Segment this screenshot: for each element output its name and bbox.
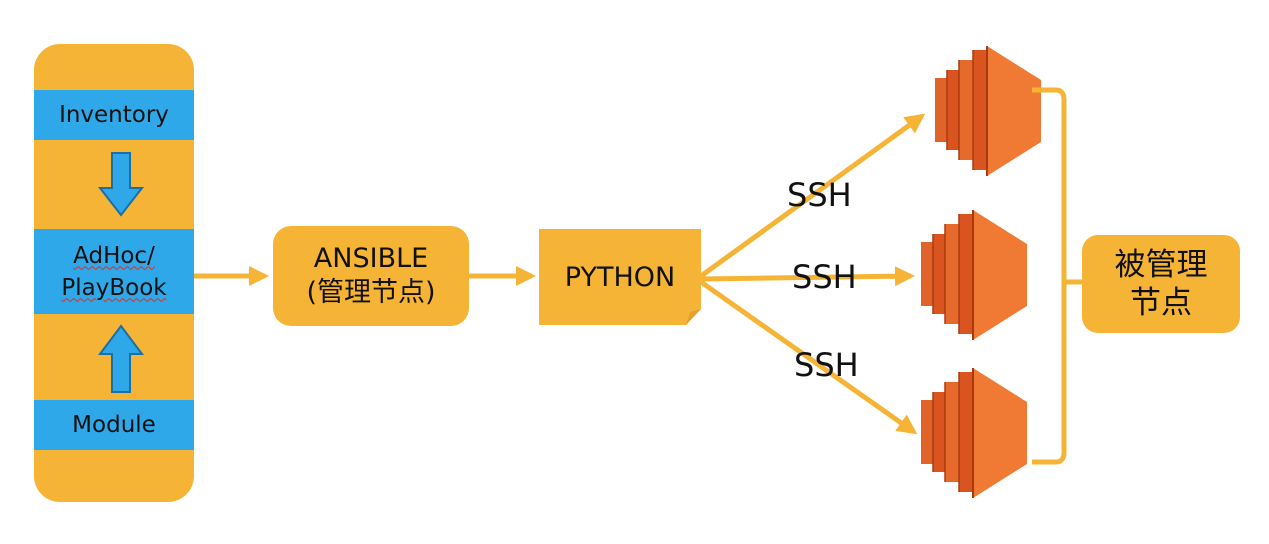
ssh-label-bottom: SSH [794, 346, 859, 384]
ansible-node [273, 226, 469, 326]
module-label: Module [72, 412, 156, 438]
playbook-label: PlayBook [61, 274, 167, 301]
ansible-label: ANSIBLE (管理节点) [273, 226, 469, 326]
module-band [34, 400, 194, 450]
python-label: PYTHON [564, 261, 676, 293]
managed-nodes-label: 被管理 节点 [1082, 235, 1240, 333]
python-node [539, 229, 701, 325]
server-stack-icon [934, 45, 1042, 177]
managed-node-box [1082, 235, 1240, 333]
inventory-label: Inventory [59, 102, 169, 128]
ansible-subtitle: (管理节点) [306, 277, 436, 308]
adhoc-label: AdHoc/ [73, 242, 155, 269]
server-stack-icon [920, 367, 1028, 499]
server-stack-icon [920, 209, 1028, 341]
ssh-arrow-top [699, 113, 926, 279]
managed-line1: 被管理 [1114, 247, 1208, 283]
adhoc-band [34, 229, 194, 314]
ansible-title: ANSIBLE [313, 243, 429, 274]
ssh-label-top: SSH [787, 176, 852, 214]
ssh-arrow-middle [700, 266, 915, 287]
adhoc-playbook-label: AdHoc/ PlayBook [34, 229, 194, 314]
ssh-label-middle: SSH [792, 258, 857, 296]
down-arrow-icon [97, 152, 145, 217]
servers-bracket [1032, 87, 1067, 465]
managed-line2: 节点 [1130, 285, 1192, 321]
ssh-arrow-bottom [699, 279, 918, 435]
up-arrow-icon [98, 324, 144, 393]
inventory-band [34, 90, 194, 140]
